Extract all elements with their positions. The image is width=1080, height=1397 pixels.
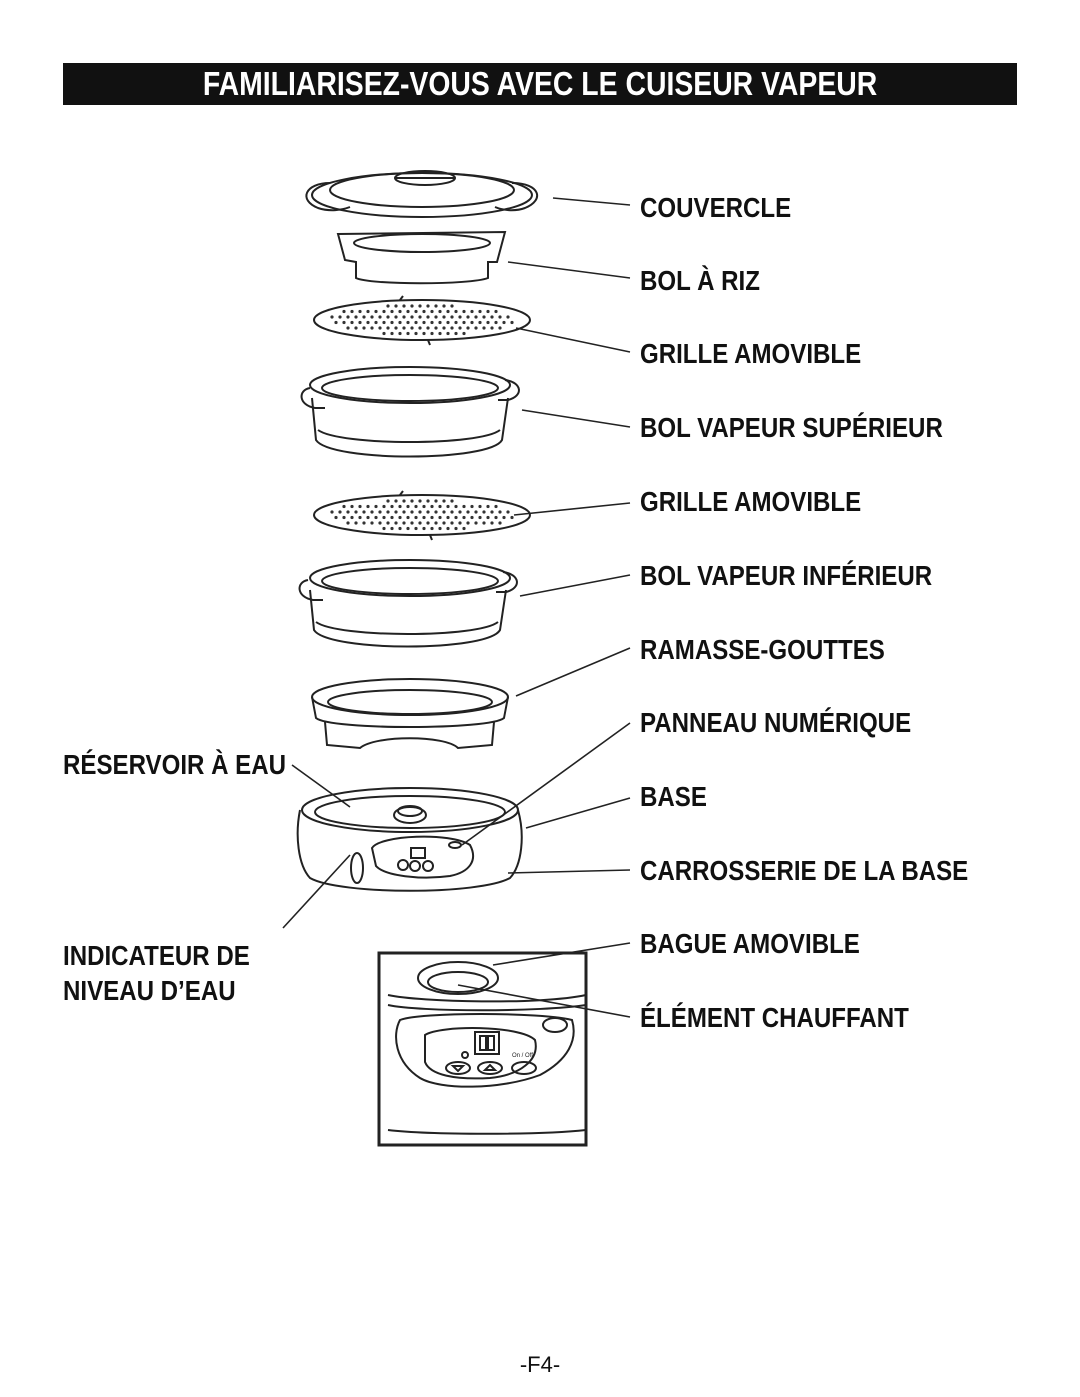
label-indicateur-line2: NIVEAU D’EAU	[63, 975, 236, 1006]
label-panneau-numerique: PANNEAU NUMÉRIQUE	[640, 707, 912, 738]
drip-tray-illustration	[311, 678, 509, 750]
upper-bowl-illustration	[300, 366, 520, 458]
detail-inset	[377, 951, 588, 1147]
page-number: -F4-	[519, 1352, 561, 1377]
label-carrosserie: CARROSSERIE DE LA BASE	[640, 855, 969, 886]
lid-illustration	[305, 170, 539, 218]
title-bar: FAMILIARISEZ-VOUS AVEC LE CUISEUR VAPEUR	[63, 63, 1017, 105]
label-bague-amovible: BAGUE AMOVIBLE	[640, 928, 860, 959]
label-ramasse-gouttes: RAMASSE-GOUTTES	[640, 634, 885, 665]
on-off-label: On / Off	[512, 1053, 533, 1059]
label-bol-inferieur: BOL VAPEUR INFÉRIEUR	[640, 560, 933, 591]
label-bol-superieur: BOL VAPEUR SUPÉRIEUR	[640, 412, 943, 443]
grille-holes	[330, 304, 514, 531]
label-couvercle: COUVERCLE	[640, 192, 792, 223]
label-grille-1: GRILLE AMOVIBLE	[640, 338, 862, 369]
base-illustration	[296, 787, 523, 892]
label-bol-riz: BOL À RIZ	[640, 265, 760, 296]
lower-bowl-illustration	[298, 559, 518, 648]
grille-1-illustration	[313, 295, 531, 346]
rice-bowl-illustration	[336, 230, 507, 285]
page-title: FAMILIARISEZ-VOUS AVEC LE CUISEUR VAPEUR	[202, 65, 878, 102]
leader-lines	[282, 197, 631, 1018]
label-element-chauffant: ÉLÉMENT CHAUFFANT	[640, 1002, 909, 1033]
label-reservoir: RÉSERVOIR À EAU	[63, 749, 287, 780]
label-base: BASE	[640, 781, 707, 812]
label-indicateur-line1: INDICATEUR DE	[63, 940, 250, 971]
label-grille-2: GRILLE AMOVIBLE	[640, 486, 862, 517]
grille-2-illustration	[313, 490, 531, 541]
